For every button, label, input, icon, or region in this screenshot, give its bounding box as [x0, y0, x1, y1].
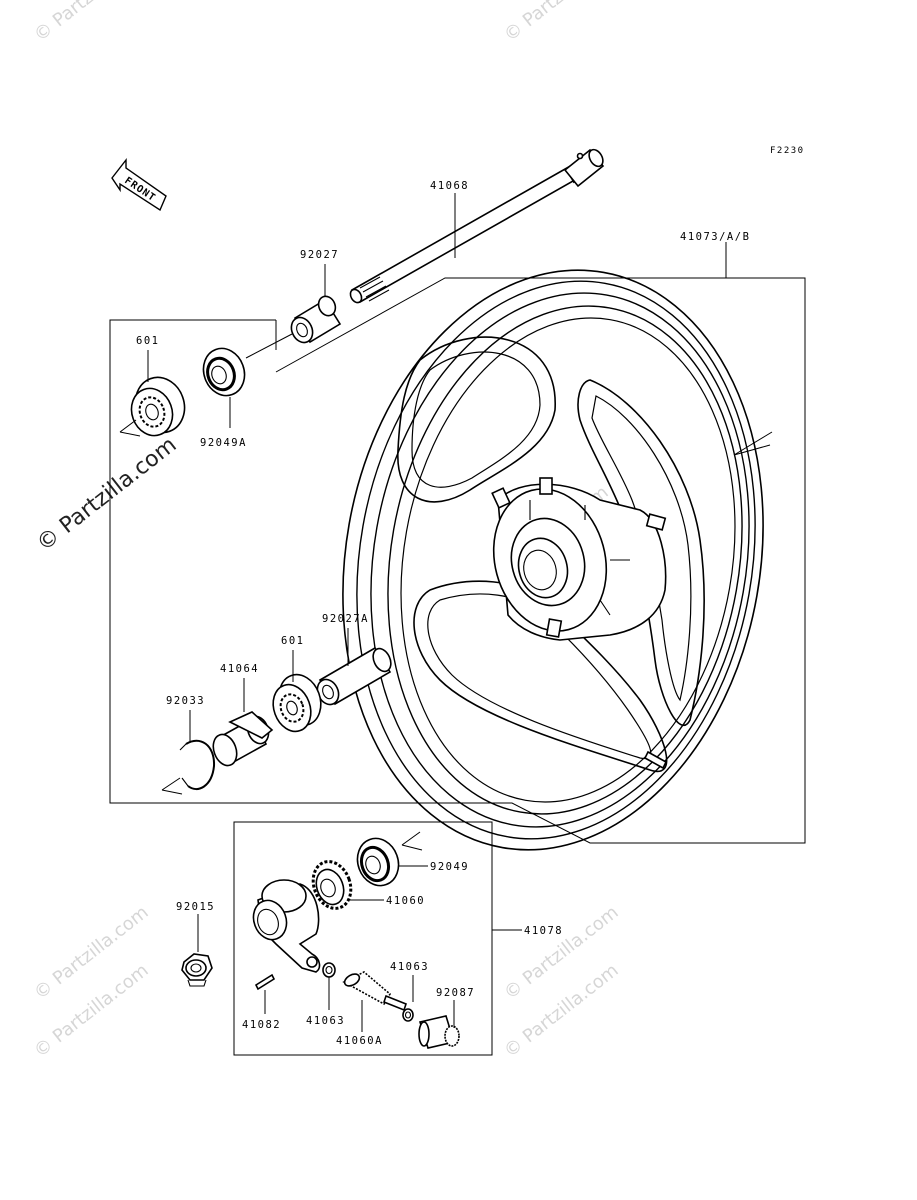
- pin-41082: [254, 973, 276, 991]
- wheel-pointer: [733, 431, 773, 456]
- circlip-pointer: [161, 777, 183, 795]
- bearing-601-top: [130, 376, 186, 437]
- label-92033: 92033: [166, 695, 205, 707]
- front-arrow-icon: FRONT: [111, 157, 167, 212]
- watermark-top-left: © Partzilla.com: [30, 0, 152, 46]
- label-92049A: 92049A: [200, 437, 247, 449]
- label-41060: 41060: [386, 895, 425, 907]
- watermark-top-right: © Partzilla.com: [500, 0, 622, 46]
- wheel-41073: [342, 269, 764, 851]
- bushing-92087: [418, 1015, 460, 1049]
- group-outline: [109, 277, 806, 844]
- label-92087: 92087: [436, 987, 475, 999]
- bearing-top-pointer: [119, 419, 141, 437]
- label-41078: 41078: [524, 925, 563, 937]
- gear-housing: [252, 879, 321, 973]
- spacer-41064: [212, 711, 274, 767]
- label-92027: 92027: [300, 249, 339, 261]
- oil-seal-92049: [356, 837, 400, 887]
- bearing-601-mid: [272, 673, 322, 733]
- leader-92027-link: [245, 333, 293, 359]
- label-41064: 41064: [220, 663, 259, 675]
- label-41063-left: 41063: [306, 1015, 345, 1027]
- washer-41063-left: [322, 962, 336, 978]
- label-92049: 92049: [430, 861, 469, 873]
- washer-41063-right: [402, 1008, 414, 1022]
- label-92015: 92015: [176, 901, 215, 913]
- figure-code: F2230: [770, 146, 805, 156]
- pinion-41060A: [342, 971, 407, 1012]
- label-601-mid: 601: [281, 635, 304, 647]
- label-41063-right: 41063: [390, 961, 429, 973]
- label-601-top: 601: [136, 335, 159, 347]
- collar-92027A: [316, 646, 392, 706]
- label-41082: 41082: [242, 1019, 281, 1031]
- gear-41060: [311, 860, 353, 910]
- seal-pointer: [401, 831, 423, 851]
- label-41060A: 41060A: [336, 1035, 383, 1047]
- speedo-group-box: [233, 821, 493, 1056]
- collar-92027: [290, 295, 342, 344]
- axle-41068: [349, 148, 605, 304]
- label-92027A: 92027A: [322, 613, 369, 625]
- label-41068: 41068: [430, 180, 469, 192]
- watermark-main: © Partzilla.com: [32, 433, 181, 557]
- oil-seal-92049A: [202, 347, 246, 397]
- nut-92015: [181, 953, 213, 987]
- circlip-92033: [179, 739, 216, 791]
- label-41073: 41073/A/B: [680, 231, 750, 243]
